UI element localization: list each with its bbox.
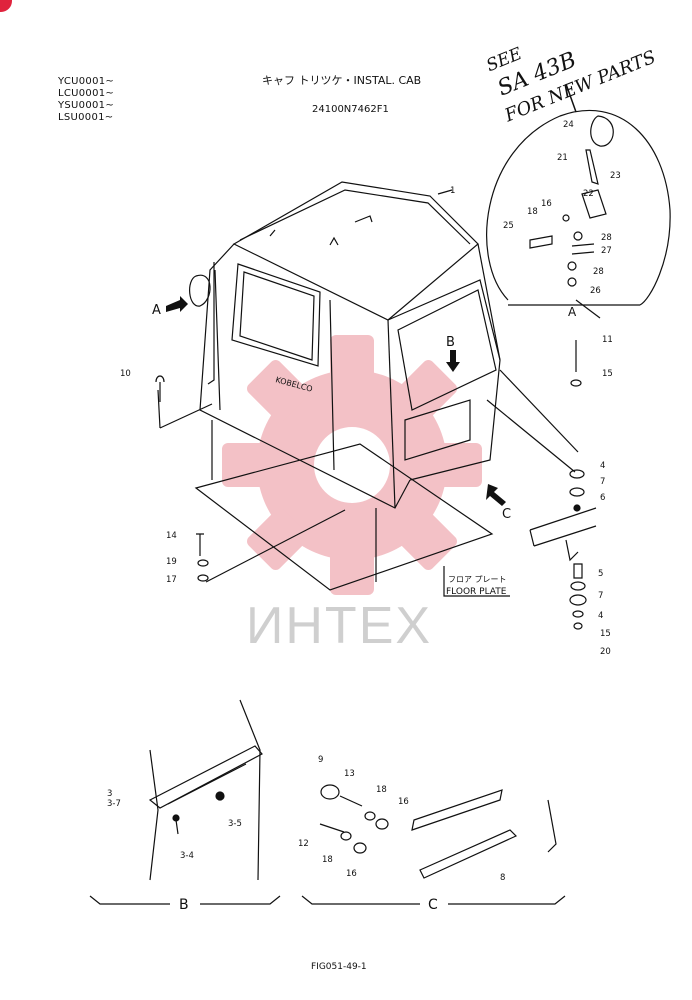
- callout-number: 16: [541, 199, 552, 209]
- callout-number: 4: [598, 611, 603, 621]
- callout-number: 15: [602, 369, 613, 379]
- callout-number: 28: [601, 233, 612, 243]
- callout-number: 1: [450, 186, 455, 196]
- callout-number: 23: [610, 171, 621, 181]
- callout-number: 8: [500, 873, 505, 883]
- callout-number: 6: [600, 493, 605, 503]
- callout-number: 7: [600, 477, 605, 487]
- callout-numbers: 1 10 11 15 4 7 6 5 7 4 15 20 14 19 17 24…: [107, 120, 621, 883]
- callout-number: 14: [166, 531, 177, 541]
- serial-line: YSU0001~: [58, 100, 115, 111]
- callout-number: 3: [107, 789, 112, 799]
- mounting-bracket: [529, 507, 597, 562]
- callout-number: 3-4: [180, 851, 194, 861]
- callout-number: 21: [557, 153, 568, 163]
- floor-plate: [194, 443, 494, 591]
- arrow-b-label: B: [446, 335, 455, 350]
- drawing-title: キャフ トリツケ・INSTAL. CAB: [262, 74, 422, 87]
- floor-plate-jp-label: フロア プレート: [448, 575, 507, 584]
- callout-number: 11: [602, 335, 613, 345]
- view-a-label: A: [568, 305, 577, 319]
- callout-number: 10: [120, 369, 131, 379]
- callout-number: 19: [166, 557, 177, 567]
- callout-number: 16: [398, 797, 409, 807]
- callout-number: 16: [346, 869, 357, 879]
- detail-a-outline: [486, 110, 671, 306]
- watermark-gear-icon: [222, 335, 482, 595]
- side-mirror: [189, 262, 215, 385]
- callout-number: 24: [563, 120, 574, 130]
- callout-number: 18: [322, 855, 333, 865]
- callout-number: 3-7: [107, 799, 121, 809]
- callout-number: 5: [598, 569, 603, 579]
- callout-number: 7: [598, 591, 603, 601]
- serial-line: YCU0001~: [58, 76, 115, 87]
- callout-number: 9: [318, 755, 323, 765]
- floor-plate-en-label: FLOOR PLATE: [446, 587, 507, 597]
- callout-number: 22: [583, 189, 594, 199]
- callout-number: 18: [527, 207, 538, 217]
- callout-number: 27: [601, 246, 612, 256]
- serial-line: LSU0001~: [58, 112, 114, 123]
- callout-number: 3-5: [228, 819, 242, 829]
- callout-number: 20: [600, 647, 611, 657]
- part-number: 24100N7462F1: [312, 104, 389, 115]
- figure-id: FIG051-49-1: [311, 962, 367, 972]
- callout-number: 12: [298, 839, 309, 849]
- callout-number: 28: [593, 267, 604, 277]
- serial-line: LCU0001~: [58, 88, 115, 99]
- callout-number: 26: [590, 286, 601, 296]
- arrow-a-label: A: [152, 303, 161, 318]
- callout-number: 18: [376, 785, 387, 795]
- detail-c-sketch: [301, 784, 566, 905]
- watermark-text: ИНТЕХ: [246, 597, 433, 655]
- callout-number: 4: [600, 461, 605, 471]
- callout-number: 15: [600, 629, 611, 639]
- arrow-c-label: C: [502, 507, 511, 522]
- callout-number: 13: [344, 769, 355, 779]
- detail-b-sketch: [89, 699, 281, 905]
- view-c-label: C: [428, 897, 438, 913]
- callout-number: 17: [166, 575, 177, 585]
- callout-number: 25: [503, 221, 514, 231]
- view-b-label: B: [179, 897, 189, 913]
